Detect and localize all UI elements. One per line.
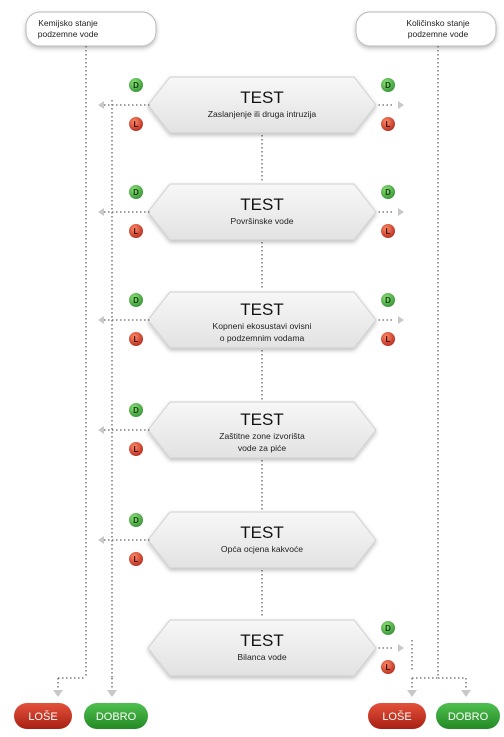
badge-letter-bad: L bbox=[386, 335, 391, 344]
badge-letter-good: D bbox=[133, 81, 139, 90]
test-title: TEST bbox=[240, 410, 283, 429]
arrow-left-icon bbox=[98, 101, 104, 109]
arrow-right-icon bbox=[398, 316, 404, 324]
badge-letter-good: D bbox=[385, 624, 391, 633]
bad-badge-right: L bbox=[380, 331, 396, 347]
test-title: TEST bbox=[240, 88, 283, 107]
test-row: TEST Kopneni ekosustavi ovisni o podzemnim… bbox=[98, 291, 404, 400]
arrow-left-icon bbox=[98, 426, 104, 434]
header-right-line-2: podzemne vode bbox=[408, 29, 469, 39]
badge-letter-bad: L bbox=[134, 227, 139, 236]
badge-letter-bad: L bbox=[134, 555, 139, 564]
good-badge-left: D bbox=[128, 512, 144, 528]
header-right-line-1: Količinsko stanje bbox=[406, 18, 470, 28]
bad-badge-right: L bbox=[380, 116, 396, 132]
header-left-line-1: Kemijsko stanje bbox=[38, 18, 98, 28]
result-bad-label-right: LOŠE bbox=[382, 710, 411, 723]
arrow-left-icon bbox=[98, 208, 104, 216]
arrow-down-icon bbox=[461, 690, 471, 697]
header-right: Količinsko stanje podzemne vode bbox=[355, 11, 497, 47]
arrow-down-icon bbox=[107, 690, 117, 697]
result-left: LOŠE DOBRO bbox=[14, 703, 148, 729]
badge-letter-good: D bbox=[133, 406, 139, 415]
result-good-label-left: DOBRO bbox=[96, 711, 137, 723]
test-row: TEST Površinske vode D L D L bbox=[98, 183, 404, 290]
test-panel bbox=[147, 291, 377, 349]
test-description: Kopneni ekosustavi ovisni bbox=[213, 321, 312, 331]
test-description: o podzemnim vodama bbox=[220, 333, 305, 343]
badge-letter-good: D bbox=[133, 188, 139, 197]
result-bad-label-left: LOŠE bbox=[28, 710, 57, 723]
result-good-pill-left bbox=[84, 703, 148, 729]
bad-badge-right: L bbox=[380, 659, 396, 675]
arrow-left-icon bbox=[98, 536, 104, 544]
badge-letter-bad: L bbox=[134, 445, 139, 454]
test-description: Zaslanjenje ili druga intruzija bbox=[208, 109, 317, 119]
badge-letter-good: D bbox=[385, 296, 391, 305]
good-badge-left: D bbox=[128, 77, 144, 93]
result-bad-pill-right bbox=[368, 703, 426, 729]
arrow-down-icon bbox=[407, 690, 417, 697]
test-row: TEST Opća ocjena kakvoće D L bbox=[98, 511, 377, 618]
result-good-label-right: DOBRO bbox=[448, 711, 489, 723]
test-row: TEST Bilanca vode D L bbox=[147, 619, 404, 677]
good-badge-right: D bbox=[380, 620, 396, 636]
test-title: TEST bbox=[240, 631, 283, 650]
bad-badge-left: L bbox=[128, 116, 144, 132]
bad-badge-left: L bbox=[128, 223, 144, 239]
result-good-pill-right bbox=[436, 703, 500, 729]
test-title: TEST bbox=[240, 523, 283, 542]
good-badge-left: D bbox=[128, 292, 144, 308]
bad-badge-left: L bbox=[128, 441, 144, 457]
arrow-left-icon bbox=[98, 316, 104, 324]
badge-letter-good: D bbox=[385, 188, 391, 197]
test-description: Opća ocjena kakvoće bbox=[221, 544, 303, 554]
header-left: Kemijsko stanje podzemne vode bbox=[25, 11, 157, 47]
badge-letter-good: D bbox=[133, 296, 139, 305]
arrow-right-icon bbox=[398, 208, 404, 216]
bad-badge-right: L bbox=[380, 223, 396, 239]
badge-letter-bad: L bbox=[134, 120, 139, 129]
result-bad-pill-left bbox=[14, 703, 72, 729]
arrow-down-icon bbox=[53, 690, 63, 697]
test-description: Zaštitne zone izvorišta bbox=[219, 431, 305, 441]
badge-letter-good: D bbox=[133, 516, 139, 525]
test-panel bbox=[147, 183, 377, 241]
test-panel bbox=[147, 511, 377, 569]
header-left-line-2: podzemne vode bbox=[38, 29, 99, 39]
bad-badge-left: L bbox=[128, 551, 144, 567]
test-panel bbox=[147, 401, 377, 459]
badge-letter-good: D bbox=[385, 81, 391, 90]
good-badge-left: D bbox=[128, 184, 144, 200]
test-panel bbox=[147, 76, 377, 134]
badge-letter-bad: L bbox=[386, 663, 391, 672]
good-badge-right: D bbox=[380, 292, 396, 308]
good-badge-right: D bbox=[380, 184, 396, 200]
test-panel bbox=[147, 619, 377, 677]
test-title: TEST bbox=[240, 300, 283, 319]
badge-letter-bad: L bbox=[134, 335, 139, 344]
good-badge-left: D bbox=[128, 402, 144, 418]
test-description: Površinske vode bbox=[230, 216, 293, 226]
test-row: TEST Zaslanjenje ili druga intruzija D L D L bbox=[98, 76, 404, 182]
arrow-right-icon bbox=[398, 644, 404, 652]
test-description: Bilanca vode bbox=[237, 652, 286, 662]
bad-badge-left: L bbox=[128, 331, 144, 347]
test-row: TEST Zaštitne zone izvorišta vode za piće D… bbox=[98, 401, 377, 510]
bottom-arrows bbox=[53, 690, 471, 697]
badge-letter-bad: L bbox=[386, 227, 391, 236]
good-badge-right: D bbox=[380, 77, 396, 93]
result-right: LOŠE DOBRO bbox=[368, 703, 500, 729]
test-description: vode za piće bbox=[238, 443, 286, 453]
arrow-right-icon bbox=[398, 101, 404, 109]
badge-letter-bad: L bbox=[386, 120, 391, 129]
test-title: TEST bbox=[240, 195, 283, 214]
collector-lines bbox=[57, 46, 467, 690]
